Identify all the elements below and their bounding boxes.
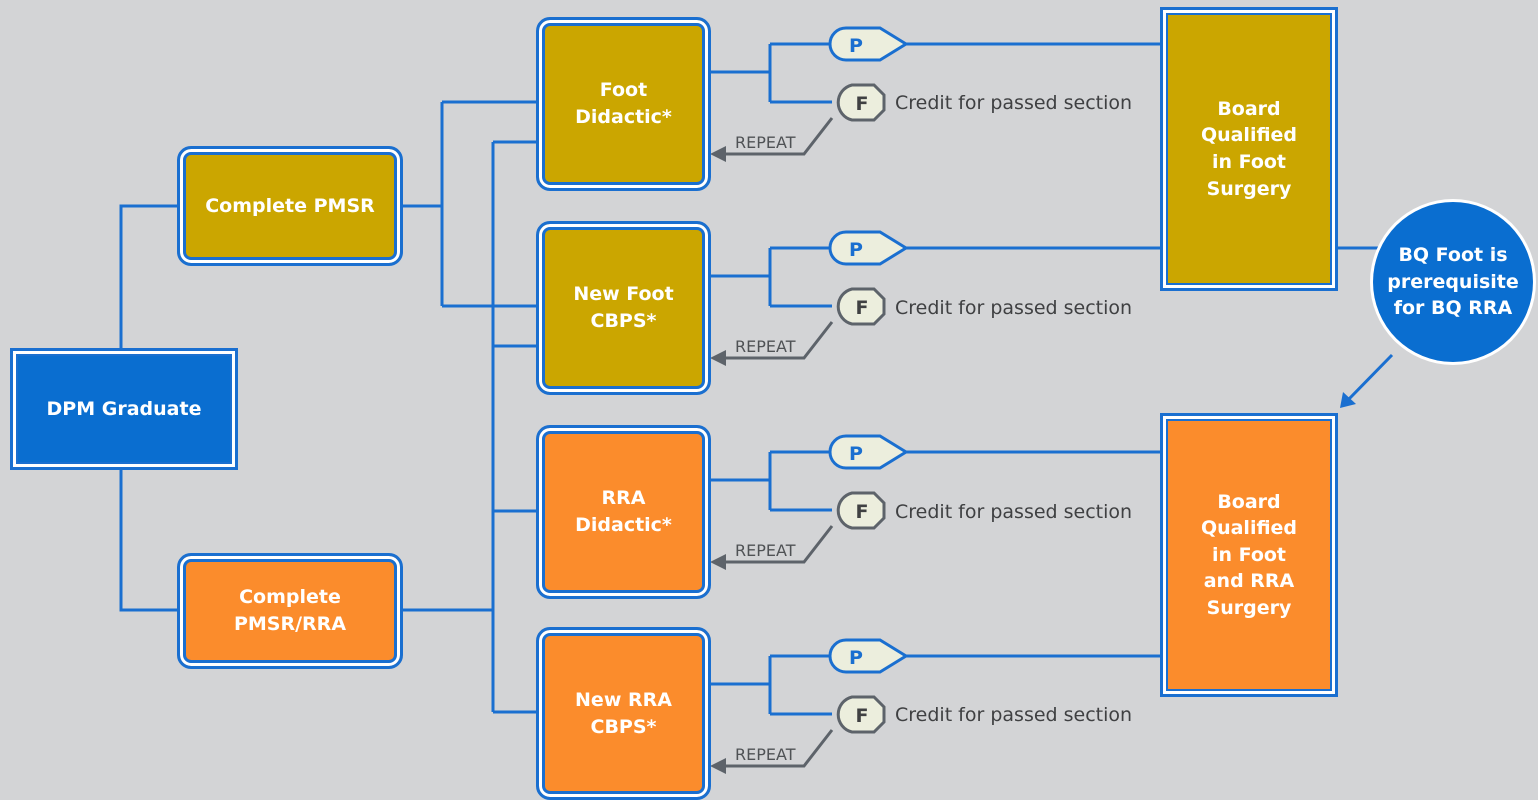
bq-foot-surgery-label: Board Qualified in Foot Surgery [1200,97,1298,200]
pass-marker-shape [828,230,909,266]
pass-marker-shape [828,434,909,470]
repeat-label: REPEAT [735,133,796,152]
credit-text: Credit for passed section [895,92,1133,114]
fail-marker-label: F [856,93,869,115]
repeat-label: REPEAT [735,541,796,560]
pass-marker-shape [828,26,909,62]
credit-text: Credit for passed section [895,297,1133,319]
complete-pmsr-box: Complete PMSR [177,146,403,266]
foot-didactic-box: Foot Didactic* [536,17,711,191]
bq-foot-rra-surgery-label: Board Qualified in Foot and RRA Surgery [1200,490,1298,619]
fail-marker-label: F [856,501,869,523]
new-foot-cbps-label: New Foot CBPS* [573,283,674,332]
dpm-graduate-label: DPM Graduate [46,397,202,420]
prerequisite-note-label: BQ Foot is prerequisite for BQ RRA [1387,244,1519,320]
new-rra-cbps-box: New RRA CBPS* [536,627,711,800]
credit-text: Credit for passed section [895,501,1133,523]
pass-marker-shape [828,638,909,674]
fail-marker-shape [836,287,886,326]
new-rra-cbps-label: New RRA CBPS* [575,688,672,738]
fail-marker-shape [836,491,886,530]
pass-marker-label: P [849,647,863,669]
complete-pmsr-label: Complete PMSR [205,194,375,217]
repeat-label: REPEAT [735,745,796,764]
pass-markers: P P P P [828,26,909,674]
connectors [119,42,1394,716]
bq-foot-rra-surgery-box: Board Qualified in Foot and RRA Surgery [1160,413,1338,697]
repeat-arrows [722,117,834,768]
pass-marker-label: P [849,443,863,465]
complete-pmsr-rra-box: Complete PMSR/RRA [177,553,403,669]
pass-marker-label: P [849,239,863,261]
repeat-label: REPEAT [735,337,796,356]
prerequisite-arrowhead [1340,392,1356,408]
fail-markers: F F F F [836,83,886,734]
fail-marker-label: F [856,705,869,727]
fail-marker-shape [836,83,886,122]
fail-marker-shape [836,695,886,734]
rra-didactic-label: RRA Didactic* [575,487,672,536]
complete-pmsr-rra-label: Complete PMSR/RRA [233,586,347,635]
dpm-graduate-box: DPM Graduate [10,348,238,470]
bq-foot-surgery-box: Board Qualified in Foot Surgery [1160,7,1338,291]
repeat-arrowheads [710,146,726,774]
prerequisite-note-circle: BQ Foot is prerequisite for BQ RRA [1373,202,1533,362]
foot-didactic-label: Foot Didactic* [575,79,672,128]
new-foot-cbps-box: New Foot CBPS* [536,221,711,395]
rra-didactic-box: RRA Didactic* [536,425,711,599]
fail-marker-label: F [856,297,869,319]
credit-text: Credit for passed section [895,704,1133,726]
pass-marker-label: P [849,35,863,57]
